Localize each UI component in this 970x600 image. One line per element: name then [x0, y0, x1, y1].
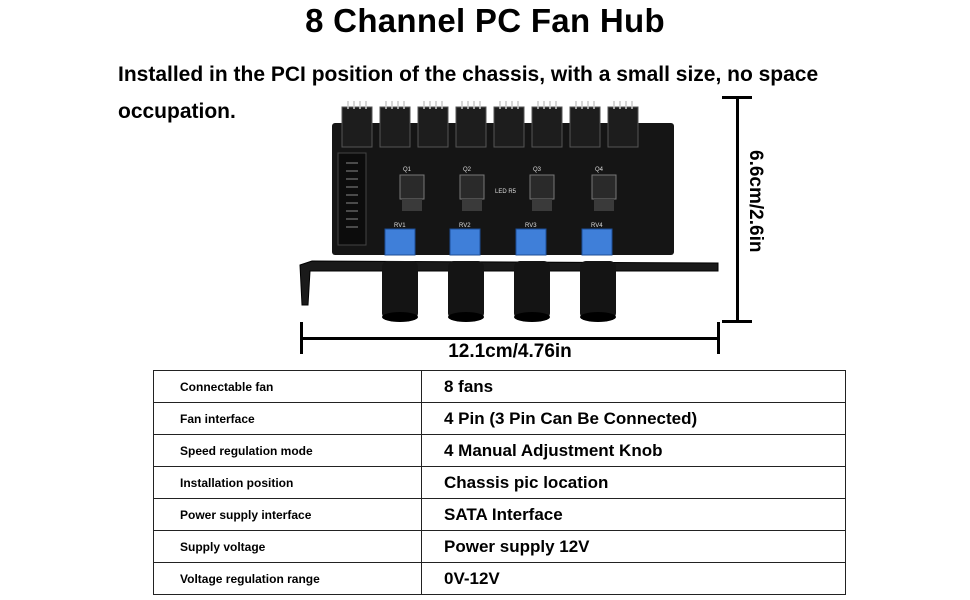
potentiometers	[384, 228, 613, 256]
pot-label: RV2	[459, 223, 471, 229]
spec-table: Connectable fan 8 fans Fan interface 4 P…	[153, 370, 846, 595]
spec-label: Fan interface	[153, 402, 422, 435]
spec-value: Chassis pic location	[421, 466, 846, 499]
adjustment-knobs	[382, 261, 616, 322]
led-label: LED R5	[495, 189, 517, 195]
regulator-label: Q4	[595, 167, 604, 173]
table-row: Connectable fan 8 fans	[153, 370, 846, 403]
spec-value: Power supply 12V	[421, 530, 846, 563]
pci-bracket	[299, 260, 719, 306]
regulator-label: Q3	[533, 167, 542, 173]
width-dimension-line	[300, 337, 720, 340]
page-title: 8 Channel PC Fan Hub	[305, 2, 665, 39]
spec-value: 0V-12V	[421, 562, 846, 595]
width-dimension-tick	[717, 322, 720, 354]
spec-label: Voltage regulation range	[153, 562, 422, 595]
width-dimension-label: 12.1cm/4.76in	[448, 341, 572, 362]
height-dimension-label: 6.6cm/2.6in	[745, 150, 766, 253]
table-row: Fan interface 4 Pin (3 Pin Can Be Connec…	[153, 402, 846, 435]
pot-label: RV4	[591, 223, 603, 229]
table-row: Supply voltage Power supply 12V	[153, 530, 846, 563]
sata-connector	[337, 152, 367, 246]
height-dimension-tick	[722, 96, 752, 99]
spec-value: 4 Pin (3 Pin Can Be Connected)	[421, 402, 846, 435]
spec-label: Installation position	[153, 466, 422, 499]
regulator-label: Q2	[463, 167, 472, 173]
spec-label: Speed regulation mode	[153, 434, 422, 467]
fan-hub-product-image: Q1 Q2 Q3 Q4 LED R5 RV1 RV2 RV3 RV4	[299, 101, 719, 322]
product-description: Installed in the PCI position of the cha…	[118, 63, 819, 123]
pot-label: RV1	[394, 223, 406, 229]
spec-label: Connectable fan	[153, 370, 422, 403]
spec-value: 8 fans	[421, 370, 846, 403]
spec-value: SATA Interface	[421, 498, 846, 531]
spec-value: 4 Manual Adjustment Knob	[421, 434, 846, 467]
pcb-board	[332, 123, 674, 255]
height-dimension-tick	[722, 320, 752, 323]
spec-label: Supply voltage	[153, 530, 422, 563]
regulator-label: Q1	[403, 167, 412, 173]
fan-headers	[341, 101, 639, 148]
pot-label: RV3	[525, 223, 537, 229]
height-dimension-line	[736, 96, 739, 322]
table-row: Speed regulation mode 4 Manual Adjustmen…	[153, 434, 846, 467]
spec-label: Power supply interface	[153, 498, 422, 531]
width-dimension-tick	[300, 322, 303, 354]
table-row: Installation position Chassis pic locati…	[153, 466, 846, 499]
table-row: Power supply interface SATA Interface	[153, 498, 846, 531]
table-row: Voltage regulation range 0V-12V	[153, 562, 846, 595]
regulators	[399, 174, 617, 211]
